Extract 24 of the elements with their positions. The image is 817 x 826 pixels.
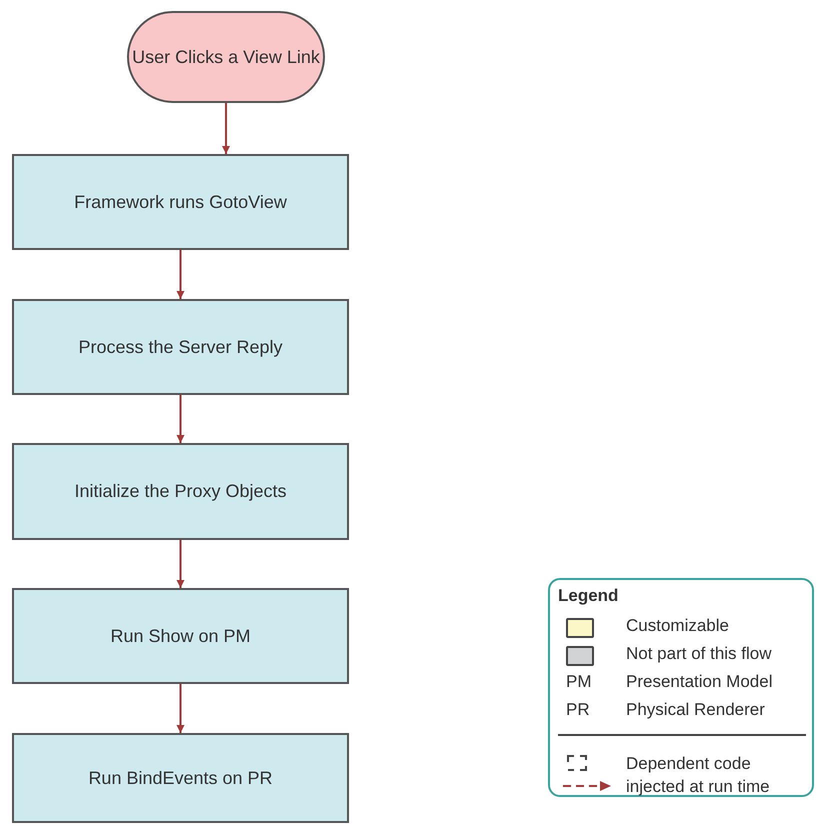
arrow <box>176 395 184 443</box>
arrow <box>176 540 184 588</box>
node-text: User Clicks a View Link <box>132 46 320 68</box>
arrow <box>222 103 230 154</box>
abbreviation: PR <box>566 700 590 720</box>
node-text: Process the Server Reply <box>78 336 283 358</box>
process-box <box>12 154 349 250</box>
legend-label: Not part of this flow <box>626 644 772 664</box>
process-box <box>12 443 349 540</box>
process-box <box>12 299 349 395</box>
arrow <box>176 684 184 733</box>
process-box <box>12 733 349 823</box>
arrow <box>176 250 184 299</box>
legend-label: Customizable <box>626 616 729 636</box>
legend-label: Physical Renderer <box>626 700 765 720</box>
node-text: Run BindEvents on PR <box>88 768 273 788</box>
legend-label: Presentation Model <box>626 672 772 692</box>
node-text: Framework runs GotoView <box>74 192 287 212</box>
node-text: Initialize the Proxy Objects <box>74 481 287 502</box>
legend-label: Dependent code injected at run time <box>626 753 771 798</box>
process-box <box>12 588 349 684</box>
node-text: Run Show on PM <box>110 626 251 646</box>
legend-title: Legend <box>558 586 618 606</box>
abbreviation: PM <box>566 672 592 692</box>
